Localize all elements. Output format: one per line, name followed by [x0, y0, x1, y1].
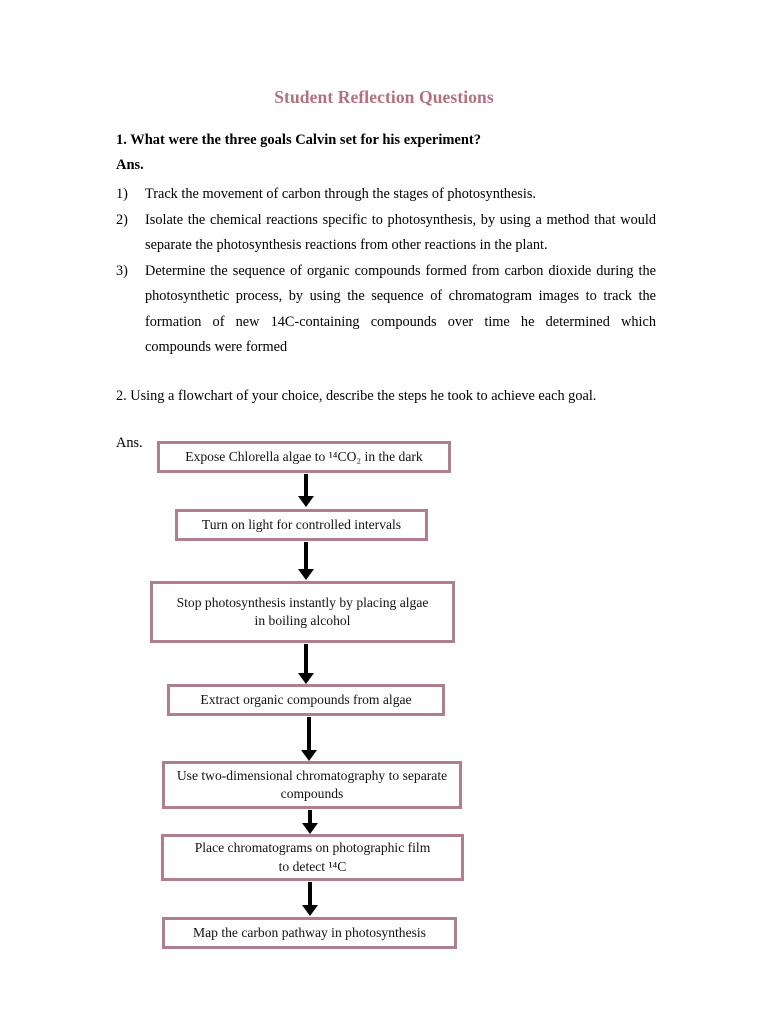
arrow-5-6-icon: [301, 810, 319, 834]
flow-step-6-box[interactable]: Place chromatograms on photographic film…: [161, 834, 464, 881]
flow-step-1-label: Expose Chlorella algae to ¹⁴CO₂ in the d…: [185, 448, 423, 464]
flow-step-5-box[interactable]: Use two-dimensional chromatography to se…: [162, 761, 462, 809]
flow-step-4-box[interactable]: Extract organic compounds from algae: [167, 684, 445, 716]
arrow-1-2-icon: [297, 474, 315, 507]
flow-step-3-box[interactable]: Stop photosynthesis instantly by placing…: [150, 581, 455, 643]
flow-step-7-box[interactable]: Map the carbon pathway in photosynthesis: [162, 917, 457, 949]
question-1-block: 1. What were the three goals Calvin set …: [116, 128, 656, 361]
flow-step-7-label: Map the carbon pathway in photosynthesis: [193, 924, 426, 940]
flow-step-2-label: Turn on light for controlled intervals: [201, 516, 402, 532]
flow-step-4-label: Extract organic compounds from algae: [200, 691, 412, 707]
question-1-prompt: 1. What were the three goals Calvin set …: [116, 132, 482, 148]
question-2-prompt: 2. Using a flowchart of your choice, des…: [116, 388, 597, 404]
flow-step-6-label: Place chromatograms on photographic film…: [194, 840, 431, 874]
arrow-4-5-icon: [300, 717, 318, 761]
flow-step-5-label: Use two-dimensional chromatography to se…: [176, 767, 448, 802]
arrow-2-3-icon: [297, 542, 315, 580]
list-item-text: Isolate the chemical reactions specific …: [145, 211, 656, 254]
arrow-6-7-icon: [301, 882, 319, 916]
list-item: 1) Track the movement of carbon through …: [116, 182, 656, 208]
list-item: 2) Isolate the chemical reactions specif…: [116, 208, 656, 259]
flow-step-3-label: Stop photosynthesis instantly by placing…: [176, 594, 429, 629]
list-item-text: Track the movement of carbon through the…: [145, 186, 536, 202]
flow-step-2-box[interactable]: Turn on light for controlled intervals: [175, 509, 428, 541]
list-item-marker: 3): [116, 262, 128, 279]
question-2-answer-label: Ans.: [116, 435, 143, 451]
list-item: 3) Determine the sequence of organic com…: [116, 259, 656, 361]
arrow-3-4-icon: [297, 644, 315, 684]
flow-step-1-box[interactable]: Expose Chlorella algae to ¹⁴CO₂ in the d…: [157, 441, 451, 473]
list-item-marker: 1): [116, 186, 128, 202]
list-item-marker: 2): [116, 211, 128, 228]
list-item-text: Determine the sequence of organic compou…: [145, 262, 656, 356]
page-title: Student Reflection Questions: [274, 87, 494, 107]
question-1-goal-list: 1) Track the movement of carbon through …: [116, 182, 656, 361]
question-1-answer-label: Ans.: [116, 157, 144, 173]
